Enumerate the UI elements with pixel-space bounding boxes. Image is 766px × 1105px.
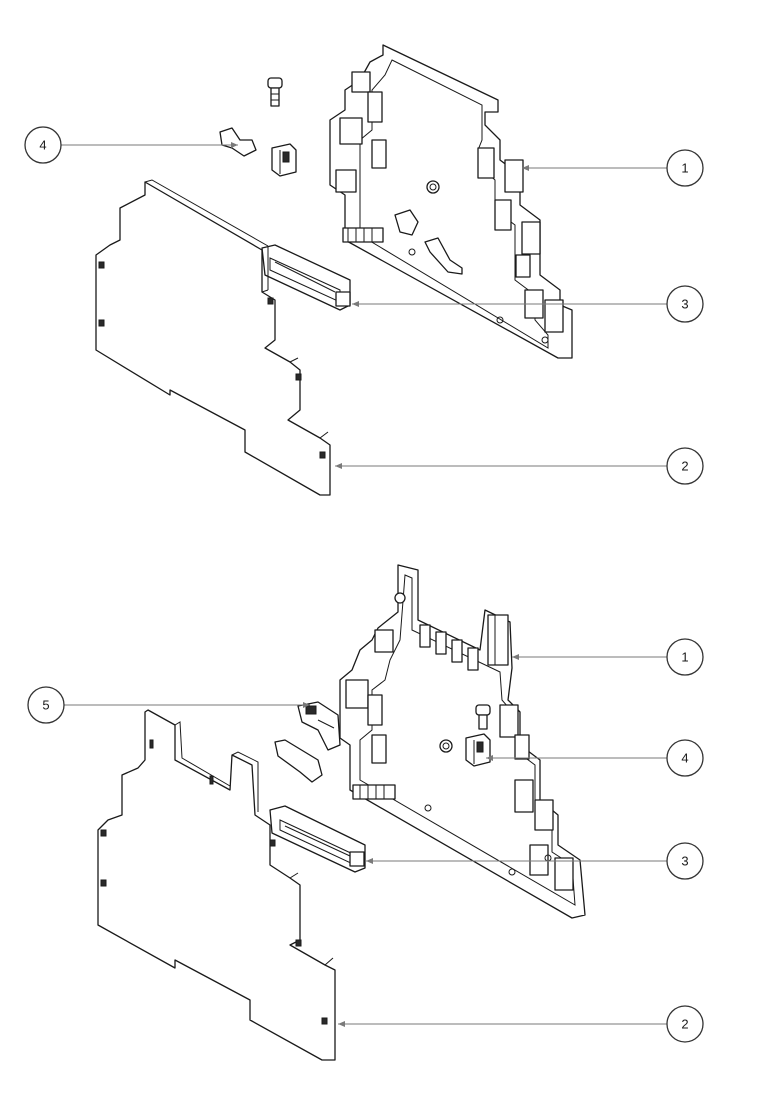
- top-part-housing: [329, 44, 573, 359]
- callout-label: 1: [681, 161, 688, 176]
- top-part-terminal-set: [219, 77, 297, 177]
- bottom-callout-4: 4: [486, 739, 704, 777]
- callout-label: 3: [681, 854, 688, 869]
- bottom-callout-3: 3: [366, 842, 704, 880]
- bottom-part-lever: [274, 701, 341, 783]
- top-callout-2: 2: [335, 447, 704, 485]
- callout-label: 2: [681, 459, 688, 474]
- top-callout-1: 1: [522, 149, 704, 187]
- bottom-assembly: 1 5 4 3 2: [27, 564, 704, 1061]
- callout-label: 3: [681, 297, 688, 312]
- callout-label: 4: [39, 138, 46, 153]
- callout-label: 4: [681, 751, 688, 766]
- top-part-cover-plate: [95, 179, 331, 496]
- bottom-callout-5: 5: [27, 686, 310, 724]
- bottom-callout-2: 2: [338, 1005, 704, 1043]
- top-callout-4: 4: [24, 126, 238, 164]
- bottom-part-connector-bar: [269, 805, 366, 873]
- bottom-part-cover-plate: [97, 709, 336, 1061]
- callout-label: 5: [42, 698, 49, 713]
- top-part-connector-bar: [261, 244, 351, 311]
- top-assembly: 4 1 3 2: [24, 44, 704, 496]
- callout-label: 1: [681, 650, 688, 665]
- bottom-part-terminal-set: [465, 704, 491, 767]
- bottom-callout-1: 1: [512, 638, 704, 676]
- top-callout-3: 3: [352, 285, 704, 323]
- callout-label: 2: [681, 1017, 688, 1032]
- bottom-part-housing: [339, 564, 586, 919]
